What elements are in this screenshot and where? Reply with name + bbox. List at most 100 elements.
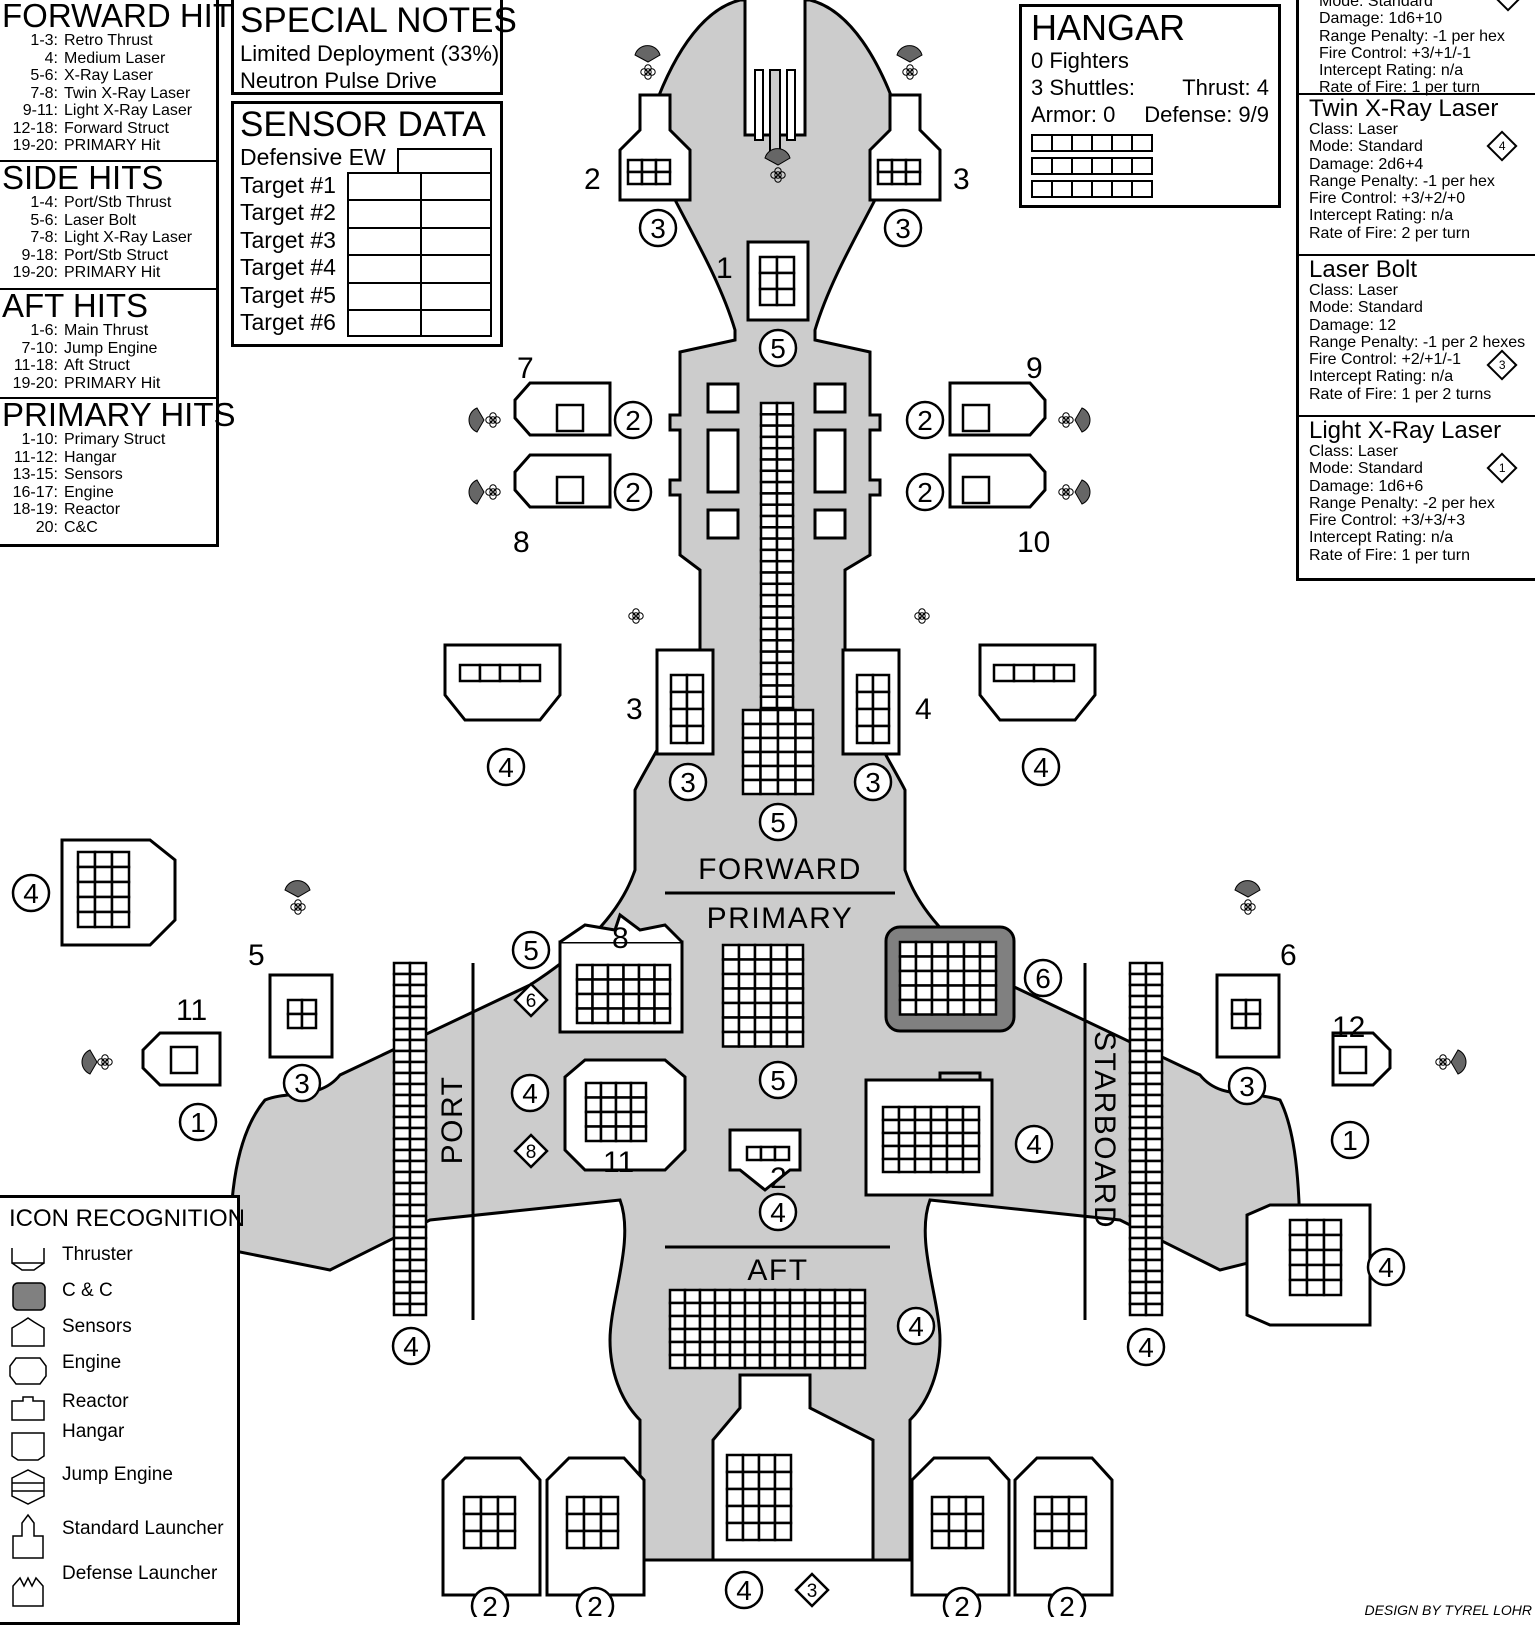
damage-box[interactable] <box>721 943 741 961</box>
damage-box[interactable] <box>898 998 918 1016</box>
damage-box[interactable] <box>769 987 789 1005</box>
damage-box[interactable] <box>794 708 815 726</box>
damage-box[interactable] <box>776 778 797 796</box>
damage-box[interactable] <box>392 1192 412 1207</box>
damage-box[interactable] <box>914 940 934 958</box>
damage-box[interactable] <box>759 492 779 506</box>
damage-box[interactable] <box>721 1016 741 1034</box>
damage-box[interactable] <box>785 972 805 990</box>
damage-box[interactable] <box>640 170 658 186</box>
damage-box[interactable] <box>833 1288 852 1305</box>
damage-box[interactable] <box>408 1280 428 1295</box>
damage-box[interactable] <box>1144 1038 1164 1053</box>
damage-box[interactable] <box>110 895 131 914</box>
damage-box[interactable] <box>286 998 304 1016</box>
damage-box[interactable] <box>640 158 658 174</box>
damage-box[interactable] <box>785 987 805 1005</box>
damage-box[interactable] <box>728 1340 747 1357</box>
damage-box[interactable] <box>759 750 780 768</box>
damage-box[interactable] <box>945 1144 965 1161</box>
damage-box[interactable] <box>1128 1291 1148 1306</box>
damage-box[interactable] <box>897 1144 917 1161</box>
damage-box[interactable] <box>496 1529 517 1550</box>
damage-box[interactable] <box>785 1030 805 1048</box>
damage-box[interactable] <box>582 1512 603 1533</box>
damage-box[interactable] <box>1144 1016 1164 1031</box>
damage-box[interactable] <box>769 1001 789 1019</box>
damage-box[interactable] <box>871 724 891 745</box>
damage-box[interactable] <box>518 663 542 683</box>
damage-box[interactable] <box>606 963 625 981</box>
damage-box[interactable] <box>929 1157 949 1174</box>
damage-box[interactable] <box>93 880 114 899</box>
damage-box[interactable] <box>1144 1258 1164 1273</box>
damage-box[interactable] <box>698 1314 717 1331</box>
damage-box[interactable] <box>1050 1529 1071 1550</box>
damage-box[interactable] <box>582 1495 603 1516</box>
damage-box[interactable] <box>1305 1248 1326 1267</box>
damage-box[interactable] <box>876 158 894 174</box>
damage-box[interactable] <box>668 1288 687 1305</box>
damage-box[interactable] <box>737 1030 757 1048</box>
damage-box[interactable] <box>929 1144 949 1161</box>
damage-box[interactable] <box>757 1470 777 1491</box>
damage-box[interactable] <box>392 1280 412 1295</box>
damage-box[interactable] <box>769 943 789 961</box>
damage-box[interactable] <box>1128 1038 1148 1053</box>
damage-box[interactable] <box>1144 1203 1164 1218</box>
damage-box[interactable] <box>392 1137 412 1152</box>
damage-box[interactable] <box>1128 1104 1148 1119</box>
damage-box[interactable] <box>881 1131 901 1148</box>
damage-box[interactable] <box>1144 961 1164 976</box>
damage-box[interactable] <box>1012 663 1036 683</box>
damage-box[interactable] <box>913 1157 933 1174</box>
damage-box[interactable] <box>1288 1218 1309 1237</box>
damage-box[interactable] <box>392 1159 412 1174</box>
damage-box[interactable] <box>614 1081 633 1099</box>
damage-box[interactable] <box>725 1453 745 1474</box>
damage-box[interactable] <box>773 1288 792 1305</box>
damage-box[interactable] <box>776 722 797 740</box>
damage-box[interactable] <box>300 1012 318 1030</box>
damage-box[interactable] <box>788 1353 807 1370</box>
damage-box[interactable] <box>855 673 875 694</box>
damage-box[interactable] <box>392 1236 412 1251</box>
damage-box[interactable] <box>929 1105 949 1122</box>
damage-box[interactable] <box>1322 1278 1343 1297</box>
damage-box[interactable] <box>408 1082 428 1097</box>
damage-box[interactable] <box>683 1301 702 1318</box>
damage-box[interactable] <box>897 1118 917 1135</box>
damage-box[interactable] <box>392 983 412 998</box>
damage-box[interactable] <box>76 895 97 914</box>
damage-box[interactable] <box>1128 1192 1148 1207</box>
damage-box[interactable] <box>775 271 796 291</box>
damage-box[interactable] <box>392 1093 412 1108</box>
damage-box[interactable] <box>743 1340 762 1357</box>
damage-box[interactable] <box>93 850 114 869</box>
damage-box[interactable] <box>775 548 795 563</box>
damage-box[interactable] <box>392 1005 412 1020</box>
damage-box[interactable] <box>584 1096 603 1114</box>
damage-box[interactable] <box>1144 983 1164 998</box>
damage-box[interactable] <box>743 1288 762 1305</box>
damage-box[interactable] <box>737 987 757 1005</box>
damage-box[interactable] <box>759 764 780 782</box>
damage-box[interactable] <box>408 1093 428 1108</box>
damage-box[interactable] <box>1128 983 1148 998</box>
damage-box[interactable] <box>803 1301 822 1318</box>
damage-box[interactable] <box>759 708 780 726</box>
damage-box[interactable] <box>759 526 779 540</box>
damage-box[interactable] <box>392 1071 412 1086</box>
damage-box[interactable] <box>978 984 998 1002</box>
damage-box[interactable] <box>110 865 131 884</box>
shuttle-damage-box[interactable] <box>1071 157 1093 175</box>
damage-box[interactable] <box>392 1016 412 1031</box>
damage-box[interactable] <box>392 1214 412 1229</box>
damage-box[interactable] <box>629 1081 648 1099</box>
damage-box[interactable] <box>775 287 796 307</box>
damage-box[interactable] <box>964 1512 985 1533</box>
damage-box[interactable] <box>286 1012 304 1030</box>
damage-box[interactable] <box>785 1016 805 1034</box>
damage-box[interactable] <box>930 998 950 1016</box>
damage-box[interactable] <box>803 1288 822 1305</box>
